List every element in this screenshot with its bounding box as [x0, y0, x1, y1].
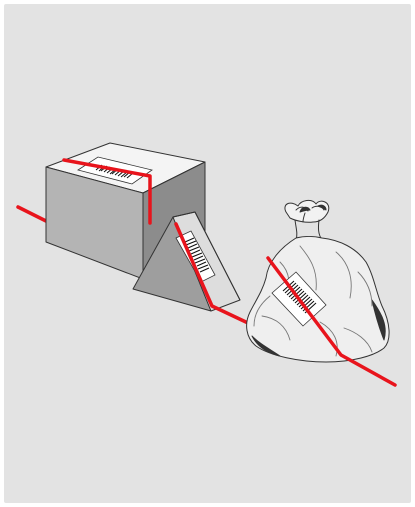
- laser-line-left: [18, 207, 46, 221]
- bag-tie: [285, 200, 329, 222]
- poly-bag: [247, 200, 389, 362]
